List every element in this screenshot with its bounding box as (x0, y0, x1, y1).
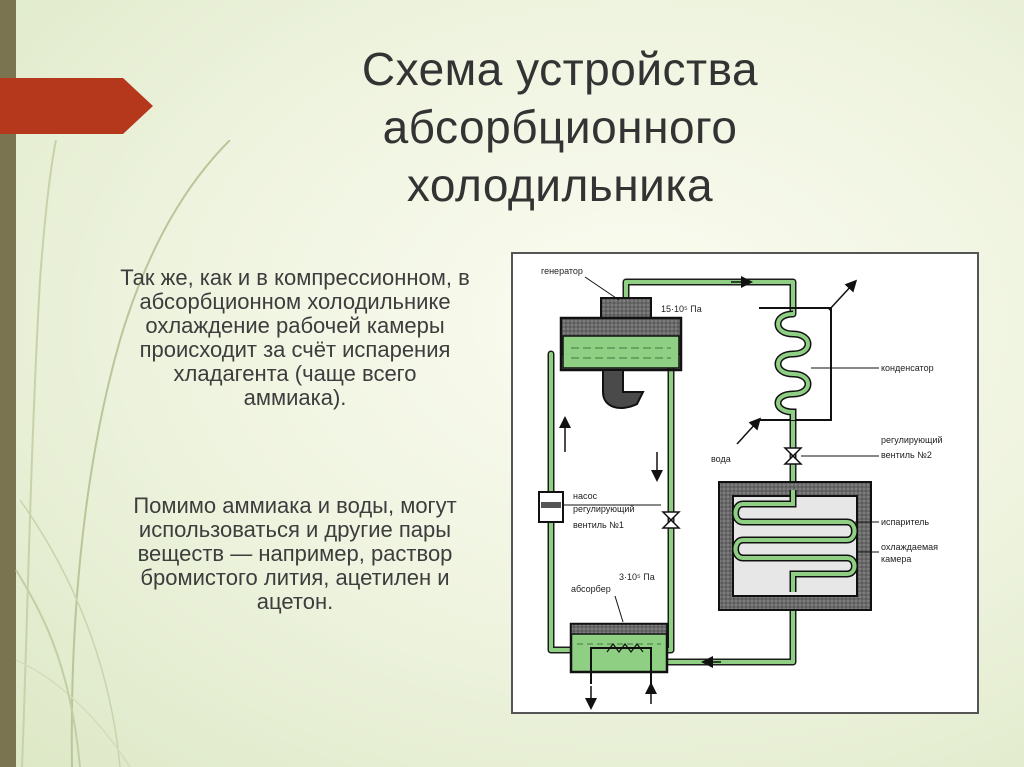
label-pressure-low: 3·10⁵ Па (619, 572, 655, 582)
label-cooled-line1: охлаждаемая (881, 542, 938, 552)
absorber (569, 622, 669, 710)
grass-decoration (15, 140, 231, 767)
label-cooled-line2: камера (881, 554, 911, 564)
label-pump: насос (573, 491, 598, 501)
condenser (736, 279, 879, 445)
label-valve1-line1: регулирующий (573, 504, 635, 514)
paragraph-1: Так же, как и в компрессионном, в абсорб… (120, 265, 470, 410)
title-line-1: Схема устройства (361, 43, 759, 95)
absorption-refrigerator-diagram: генератор 15·10⁵ Па конденсатор вода рег… (511, 252, 979, 714)
title-line-3: холодильника (406, 159, 714, 211)
title-line-2: абсорбционного (382, 101, 738, 153)
paragraph-2: Помимо аммиака и воды, могут использоват… (133, 493, 457, 614)
left-bar (0, 0, 16, 767)
label-valve1-line2: вентиль №1 (573, 520, 624, 530)
label-valve2-line1: регулирующий (881, 435, 943, 445)
evaporator-chamber (718, 481, 879, 611)
label-generator: генератор (541, 266, 583, 276)
slide-title: Схема устройства абсорбционного холодиль… (300, 40, 820, 214)
valve-2 (783, 447, 879, 465)
label-valve2-line2: вентиль №2 (881, 450, 932, 460)
accent-arrow-icon (0, 78, 153, 134)
label-water: вода (711, 454, 731, 464)
generator (559, 297, 683, 409)
label-absorber: абсорбер (571, 584, 611, 594)
flow-arrows (559, 276, 753, 668)
label-pressure-high: 15·10⁵ Па (661, 304, 702, 314)
pump (538, 491, 661, 523)
label-condenser: конденсатор (881, 363, 934, 373)
label-evaporator: испаритель (881, 517, 929, 527)
valve-1 (661, 511, 681, 529)
